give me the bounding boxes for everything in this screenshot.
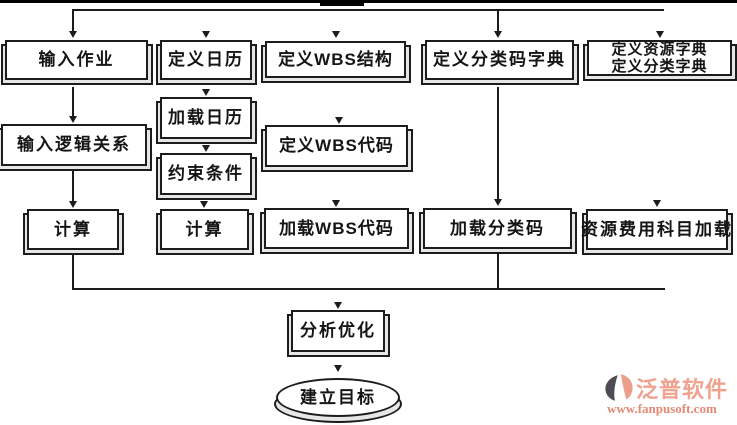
arrowhead-down-icon <box>334 302 342 309</box>
node-label: 计算 <box>54 219 92 239</box>
node-label: 定义WBS结构 <box>278 49 393 69</box>
node-load-class-code: 加载分类码 <box>419 208 577 254</box>
arrowhead-down-icon <box>202 145 210 152</box>
top-center-tab <box>320 0 364 6</box>
connector-top-trunk <box>72 9 664 11</box>
node-calc-mid: 计算 <box>156 209 254 255</box>
node-label: 定义分类字典 <box>611 58 708 75</box>
fanpu-logo-brand[interactable]: 泛普软件 <box>636 377 729 402</box>
node-label: 定义日历 <box>168 50 244 70</box>
node-label: 定义WBS代码 <box>279 136 394 156</box>
node-establish-target: 建立目标 <box>274 378 402 423</box>
node-define-wbs-code: 定义WBS代码 <box>261 125 413 172</box>
arrowhead-down-icon <box>69 31 77 38</box>
node-label: 约束条件 <box>168 164 244 184</box>
node-load-resource-cost: 资源费用科目加载 <box>581 209 733 255</box>
top-border-bar <box>0 0 737 3</box>
node-input-logic: 输入逻辑关系 <box>0 124 152 171</box>
node-label: 加载WBS代码 <box>279 218 394 238</box>
connector-logic-to-calc <box>72 171 74 201</box>
arrowhead-down-icon <box>335 117 343 124</box>
arrowhead-down-icon <box>202 31 210 38</box>
node-constraints: 约束条件 <box>156 153 257 200</box>
node-input-job: 输入作业 <box>1 40 153 85</box>
arrowhead-down-icon <box>653 200 661 207</box>
node-load-wbs-code: 加载WBS代码 <box>260 208 414 254</box>
node-analyze-optimize: 分析优化 <box>287 310 390 357</box>
arrowhead-down-icon <box>202 89 210 96</box>
node-label: 加载日历 <box>168 108 244 128</box>
node-label: 计算 <box>185 219 224 239</box>
connector-drop-class-dict <box>497 9 499 31</box>
connector-drop-input-job <box>72 9 74 31</box>
node-define-class-code-dict: 定义分类码字典 <box>421 40 579 85</box>
arrowhead-down-icon <box>332 31 340 38</box>
node-label: 资源费用科目加载 <box>581 219 733 239</box>
connector-bottom-collector <box>72 288 665 290</box>
arrowhead-down-icon <box>332 200 340 207</box>
fanpu-logo-url[interactable]: www.fanpusoft.com <box>607 401 717 416</box>
node-define-resource-dict: 定义资源字典 定义分类字典 <box>583 40 737 81</box>
fanpu-logo-row: 泛普软件 <box>604 372 736 404</box>
connector-load-class-to-collector <box>497 253 499 288</box>
connector-input-job-to-logic <box>72 87 74 116</box>
node-label: 定义分类码字典 <box>433 50 566 70</box>
arrowhead-down-icon <box>656 31 664 38</box>
arrowhead-down-icon <box>200 201 208 208</box>
arrowhead-down-icon <box>494 199 502 206</box>
node-label: 输入作业 <box>38 50 115 70</box>
node-define-calendar: 定义日历 <box>156 40 257 85</box>
connector-calc-to-collector <box>72 254 74 289</box>
node-load-calendar: 加载日历 <box>156 97 257 144</box>
node-label: 输入逻辑关系 <box>17 135 131 155</box>
arrowhead-down-icon <box>334 365 342 372</box>
fanpu-logo-icon <box>605 374 633 401</box>
node-define-wbs-structure: 定义WBS结构 <box>261 41 411 83</box>
connector-class-dict-to-load <box>497 87 499 199</box>
fanpu-logo[interactable]: 泛普软件 www.fanpusoft.com <box>604 372 736 417</box>
arrowhead-down-icon <box>69 201 77 208</box>
node-label: 建立目标 <box>300 387 376 407</box>
node-label: 定义资源字典 <box>611 41 708 58</box>
arrowhead-down-icon <box>494 31 502 38</box>
arrowhead-down-icon <box>69 116 77 123</box>
node-label: 加载分类码 <box>450 218 545 238</box>
node-calc-left: 计算 <box>23 209 124 255</box>
node-label: 分析优化 <box>300 321 376 341</box>
